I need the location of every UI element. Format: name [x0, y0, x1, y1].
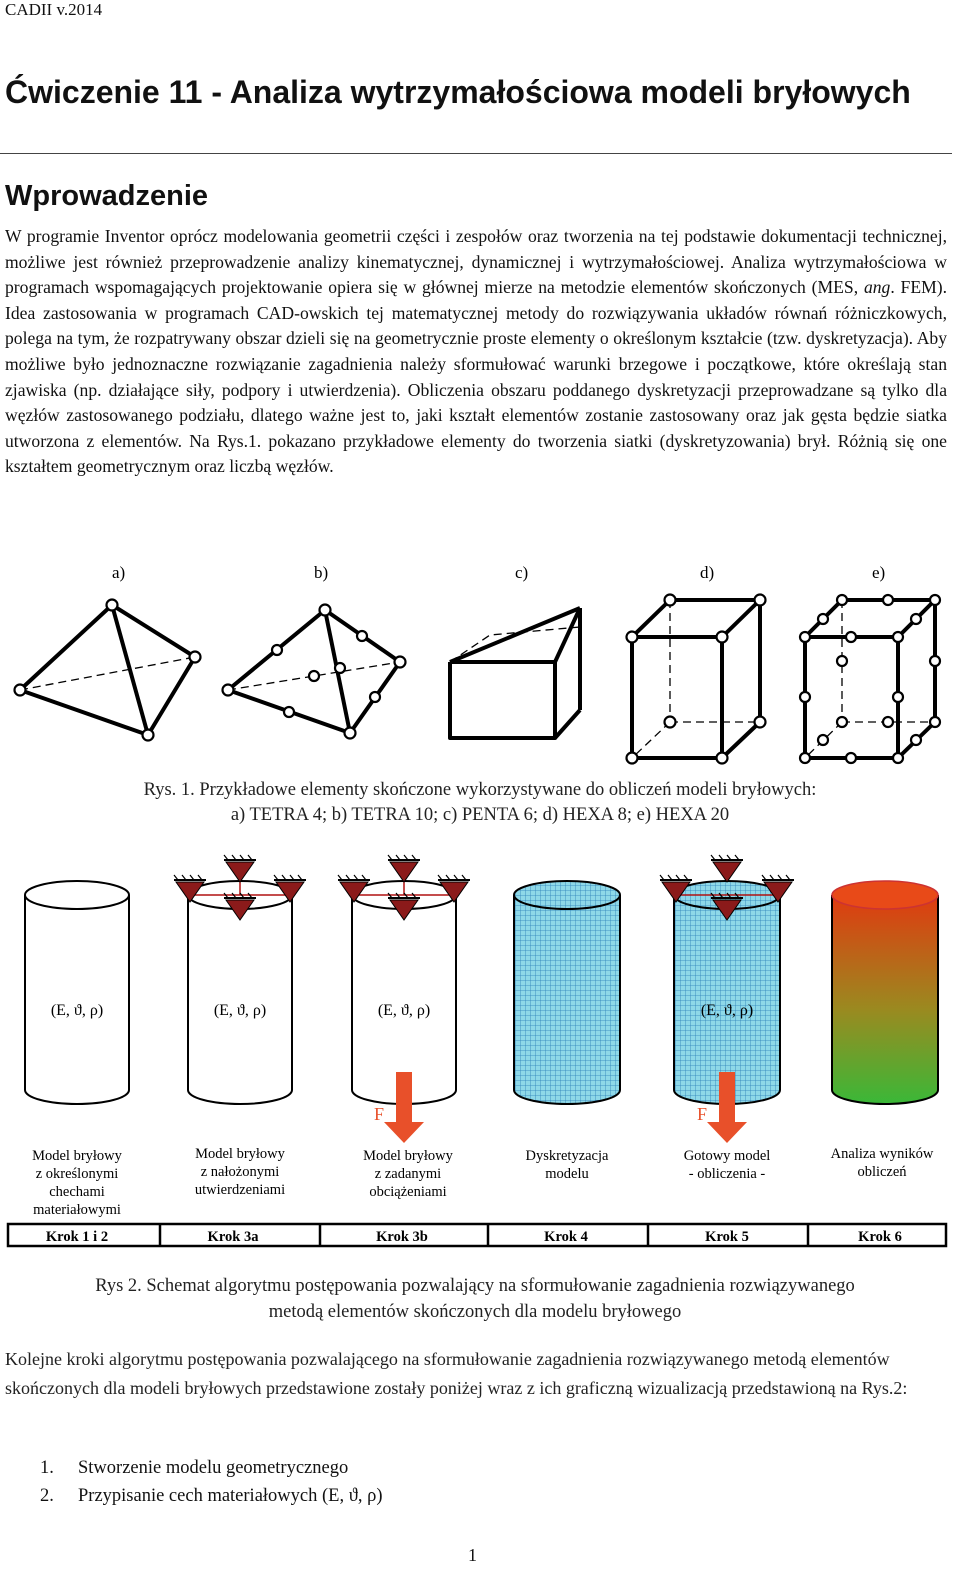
krok-3b: Krok 3b	[376, 1229, 428, 1245]
list-item: 1. Stworzenie modelu geometrycznego	[40, 1454, 383, 1482]
desc-1-line1: Model bryłowy	[32, 1148, 123, 1164]
cylinder-step-1: (E, ϑ, ρ)	[24, 880, 130, 1105]
material-label: (E, ϑ, ρ)	[51, 1002, 103, 1019]
intro-part1: W programie Inventor oprócz modelowania …	[5, 226, 947, 298]
hexa20-element	[798, 593, 942, 765]
cylinder-step-6-results	[831, 880, 939, 1105]
hexa8-element	[625, 593, 767, 765]
material-label: (E, ϑ, ρ)	[378, 1002, 430, 1019]
label-b: b)	[314, 563, 328, 582]
cylinder-step-3b: (E, ϑ, ρ) F	[337, 854, 471, 1143]
list-item: 2. Przypisanie cech materiałowych (E, ϑ, …	[40, 1482, 383, 1510]
label-c: c)	[515, 563, 528, 582]
desc-6-line2: obliczeń	[857, 1164, 907, 1180]
figure-2-scheme: .cyl { stroke: #000; stroke-width: 2; } …	[6, 854, 948, 1248]
desc-3-line2: z zadanymi	[375, 1166, 441, 1182]
desc-2-line1: Model bryłowy	[195, 1146, 286, 1162]
list-item-number: 2.	[40, 1486, 54, 1506]
force-label: F	[374, 1104, 384, 1124]
title-rule	[0, 153, 952, 154]
krok-6: Krok 6	[858, 1229, 902, 1245]
material-label: (E, ϑ, ρ)	[214, 1002, 266, 1019]
figure-1-caption-line2: a) TETRA 4; b) TETRA 10; c) PENTA 6; d) …	[230, 805, 730, 825]
krok-1: Krok 1 i 2	[46, 1229, 108, 1245]
desc-3-line1: Model bryłowy	[363, 1148, 454, 1164]
figure-1-caption: Rys. 1. Przykładowe elementy skończone w…	[40, 778, 920, 828]
svg-text:Gotowy model- obliczenia -: Gotowy model - obliczenia -	[684, 1148, 771, 1182]
label-d: d)	[700, 563, 714, 582]
desc-1-line2: z określonymi	[36, 1166, 119, 1182]
desc-2-line2: z nałożonymi	[201, 1164, 280, 1180]
intro-paragraph: W programie Inventor oprócz modelowania …	[5, 224, 947, 480]
penta6-element	[448, 606, 582, 740]
section-heading: Wprowadzenie	[5, 180, 209, 212]
desc-5-line2: - obliczenia -	[689, 1166, 766, 1182]
tetra4-element	[13, 598, 202, 742]
desc-6-line1: Analiza wyników	[831, 1146, 934, 1162]
cylinder-step-5: (E, ϑ, ρ) F	[659, 854, 795, 1143]
document-title: Ćwiczenie 11 - Analiza wytrzymałościowa …	[5, 74, 911, 110]
krok-3a: Krok 3a	[208, 1229, 260, 1245]
cylinder-step-4-mesh	[513, 880, 621, 1105]
desc-4-line2: modelu	[545, 1166, 589, 1182]
figure-2-caption-line2: metodą elementów skończonych dla modelu …	[268, 1302, 682, 1322]
material-label: (E, ϑ, ρ)	[701, 1002, 753, 1019]
desc-2-line3: utwierdzeniami	[195, 1182, 285, 1198]
cylinder-step-3a: (E, ϑ, ρ)	[173, 854, 307, 1105]
desc-4-line1: Dyskretyzacja	[526, 1148, 609, 1164]
header-label: CADII v.2014	[5, 0, 103, 19]
page-number: 1	[468, 1545, 477, 1565]
figure-2-caption: Rys 2. Schemat algorytmu postępowania po…	[20, 1273, 930, 1325]
desc-3-line3: obciążeniami	[369, 1184, 446, 1200]
figure-1-caption-line1: Rys. 1. Przykładowe elementy skończone w…	[143, 780, 817, 800]
intro-part2: . FEM). Idea zastosowania w programach C…	[5, 277, 947, 477]
label-a: a)	[112, 563, 125, 582]
list-item-number: 1.	[40, 1458, 54, 1478]
krok-4: Krok 4	[544, 1229, 588, 1245]
list-item-text: Stworzenie modelu geometrycznego	[78, 1458, 349, 1478]
tetra10-element	[221, 603, 407, 740]
figure-2-caption-line1: Rys 2. Schemat algorytmu postępowania po…	[95, 1276, 855, 1296]
list-item-text: Przypisanie cech materiałowych (E, ϑ, ρ)	[78, 1486, 383, 1506]
figure-1-elements: .e { stroke: #000; stroke-width: 4; fill…	[13, 563, 942, 765]
steps-intro-paragraph: Kolejne kroki algorytmu postępowania poz…	[5, 1349, 908, 1398]
step-descriptions: Model bryłowy z określonymi chechami materi…	[32, 1146, 934, 1218]
intro-ang: ang	[863, 277, 891, 298]
force-label: F	[697, 1104, 707, 1124]
desc-1-line3: chechami	[49, 1184, 105, 1200]
krok-5: Krok 5	[705, 1229, 749, 1245]
desc-1-line4: materiałowymi	[33, 1202, 121, 1218]
steps-list: 1. Stworzenie modelu geometrycznego 2. Prz…	[40, 1454, 383, 1510]
label-e: e)	[872, 563, 885, 582]
step-bar: Krok 1 i 2 Krok 3a Krok 3b Krok 4 Krok 5…	[6, 1222, 948, 1248]
desc-5-line1: Gotowy model	[684, 1148, 771, 1164]
